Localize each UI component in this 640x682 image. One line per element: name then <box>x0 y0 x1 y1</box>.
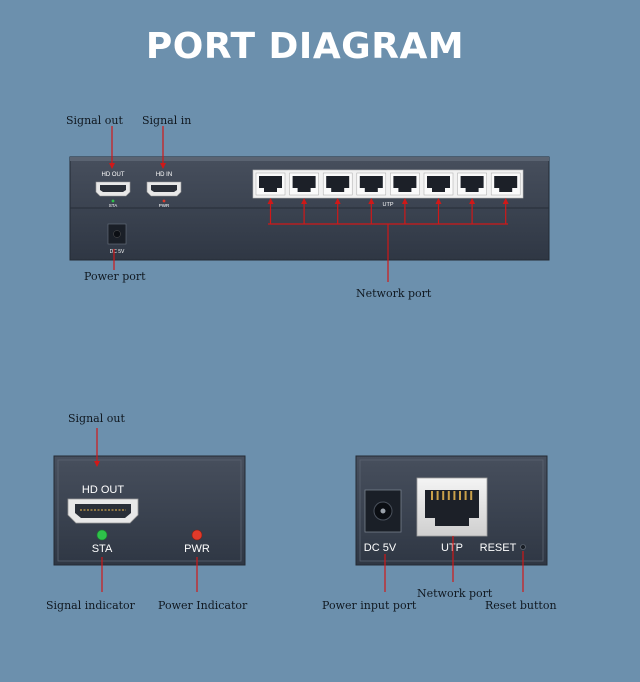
receiver-callout-lines <box>384 536 524 592</box>
network-callout-arrow <box>469 198 476 204</box>
rx-rj45-pin <box>464 491 467 500</box>
receiver-device: DC 5V UTP RESET <box>355 455 548 566</box>
top-pwr-led <box>162 199 166 203</box>
tx-sta-led <box>96 529 108 541</box>
network-callout-arrow <box>435 198 442 204</box>
top-rj45-port[interactable] <box>423 172 454 196</box>
tx-pwr-label: PWR <box>184 543 210 555</box>
top-rj45-port[interactable] <box>289 172 319 196</box>
top-hd-out-label: HD OUT <box>102 172 125 178</box>
callout-signal-out-tx: Signal out <box>68 412 125 425</box>
callout-reset-button: Reset button <box>485 599 557 612</box>
rx-rj45-pin <box>436 491 439 500</box>
tx-hd-out-label: HD OUT <box>82 484 124 496</box>
rx-rj45-pin <box>453 491 456 500</box>
network-callout-arrow <box>368 198 375 204</box>
rx-rj45-pin <box>442 491 445 500</box>
top-dc5v-label: DC 5V <box>110 249 125 255</box>
top-device: HD OUT STA HD IN PWR DC 5V UTP <box>69 156 550 261</box>
top-callout-lines <box>109 126 509 282</box>
rx-reset-label: RESET <box>480 542 517 554</box>
top-rj45-ports <box>255 172 521 196</box>
top-rj45-port[interactable] <box>322 172 353 196</box>
callout-power-indicator: Power Indicator <box>158 599 248 612</box>
transmitter-device: HD OUT STA PWR <box>53 455 246 566</box>
top-sta-led <box>111 199 115 203</box>
transmitter-callout-lines <box>94 428 198 592</box>
top-rj45-port[interactable] <box>255 172 286 196</box>
rx-reset-button[interactable] <box>520 544 526 550</box>
top-rj45-port[interactable] <box>356 172 387 196</box>
callout-power-port-top: Power port <box>84 270 146 283</box>
network-callout-arrow <box>301 198 308 204</box>
network-callout-arrow <box>334 198 341 204</box>
network-callout-arrow <box>401 198 408 204</box>
callout-network-port-rx: Network port <box>417 587 493 600</box>
network-callout-arrow <box>267 198 274 204</box>
top-pwr-label: PWR <box>159 203 170 208</box>
tx-pwr-led <box>191 529 203 541</box>
page-title: PORT DIAGRAM <box>145 26 465 67</box>
top-hd-in-label: HD IN <box>156 172 172 178</box>
network-callout-arrow <box>502 198 509 204</box>
top-rj45-port[interactable] <box>390 172 420 196</box>
top-sta-label: STA <box>109 203 117 208</box>
top-utp-label: UTP <box>383 202 394 208</box>
rx-rj45-pin <box>431 491 433 500</box>
rx-rj45-pin <box>470 491 473 500</box>
rx-utp-label: UTP <box>441 542 463 554</box>
rx-rj45-pin <box>459 491 461 500</box>
callout-signal-out-top: Signal out <box>66 114 123 127</box>
tx-sta-label: STA <box>92 543 113 555</box>
top-rj45-port[interactable] <box>457 172 487 196</box>
callout-power-input-port: Power input port <box>322 599 417 612</box>
callout-network-port-top: Network port <box>356 287 432 300</box>
top-rj45-port[interactable] <box>490 172 521 196</box>
callout-signal-in-top: Signal in <box>142 114 192 127</box>
callout-signal-indicator: Signal indicator <box>46 599 135 612</box>
rx-rj45-pin <box>447 491 450 500</box>
rx-dc5v-label: DC 5V <box>364 542 397 554</box>
